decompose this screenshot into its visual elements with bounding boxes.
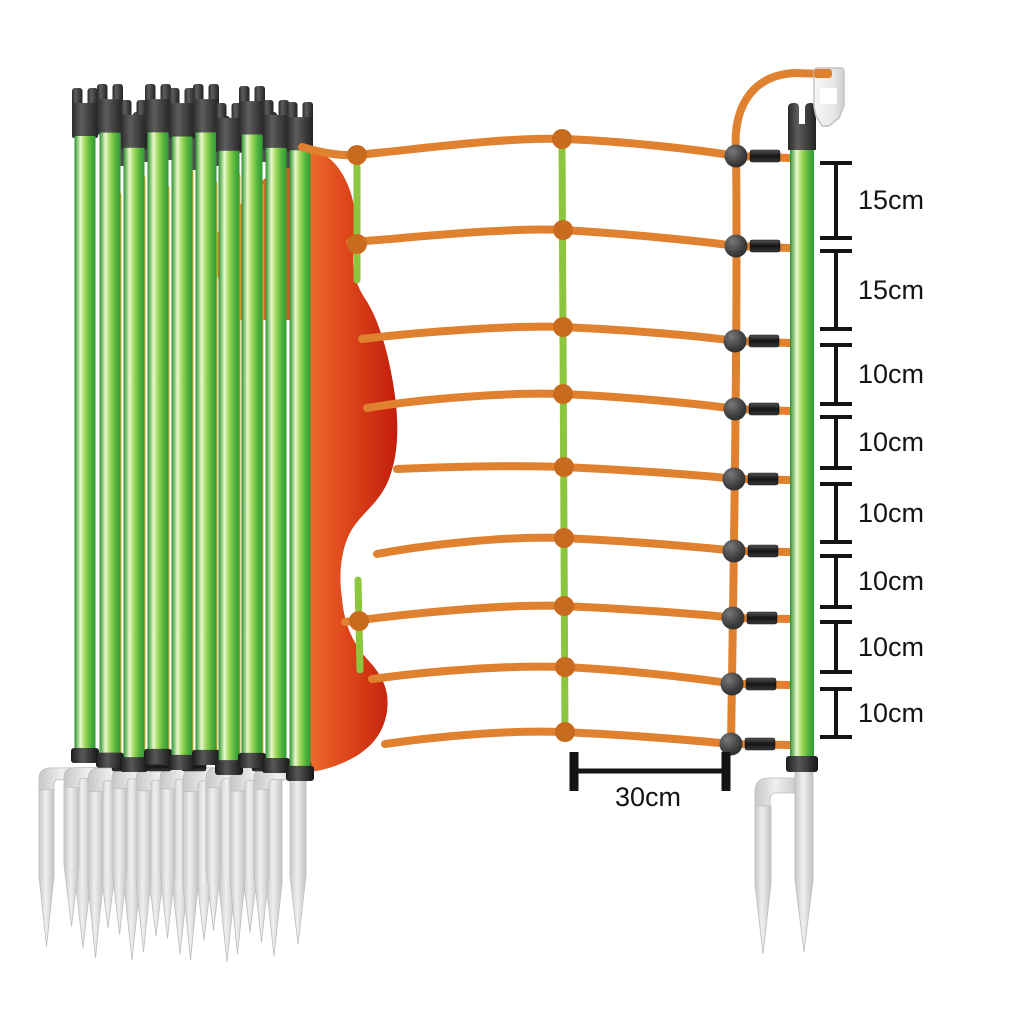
spike-left-prong xyxy=(754,805,772,955)
fence-post xyxy=(71,88,99,763)
spacing-bracket: 10cm xyxy=(820,620,924,674)
spacing-label: 15cm xyxy=(858,275,924,305)
post-body xyxy=(790,144,814,764)
spacing-bracket: 15cm xyxy=(820,249,924,331)
spacing-label: 10cm xyxy=(858,498,924,528)
clip-wire-pass xyxy=(814,69,832,78)
mesh-knot-dots xyxy=(347,129,575,742)
fence-post xyxy=(286,102,314,781)
wire-clip xyxy=(813,67,845,127)
fence-post xyxy=(192,84,220,766)
edge-wire-connectors xyxy=(744,149,781,751)
spacing-bracket: 10cm xyxy=(820,415,924,470)
fence-post xyxy=(120,100,148,773)
spacing-bracket: 10cm xyxy=(820,343,924,406)
fence-post xyxy=(215,103,243,776)
spacing-label: 10cm xyxy=(858,359,924,389)
fence-post xyxy=(238,86,266,769)
clip-window xyxy=(820,88,837,104)
spacing-label: 10cm xyxy=(858,427,924,457)
fence-post xyxy=(168,88,196,771)
mesh-wire xyxy=(298,134,794,162)
spacing-bracket: 15cm xyxy=(820,161,924,240)
spacing-bracket: 10cm xyxy=(820,687,924,739)
post-ferrule xyxy=(786,756,818,772)
spacing-label: 10cm xyxy=(858,632,924,662)
bundle-ground-spikes xyxy=(38,767,308,963)
spacing-label: 10cm xyxy=(858,698,924,728)
spacing-bracket: 10cm xyxy=(820,554,924,609)
stretched-net-mesh xyxy=(298,68,830,756)
fence-post xyxy=(96,84,124,768)
width-label: 30cm xyxy=(615,782,681,812)
netting-bundle xyxy=(297,150,398,772)
bundle-posts xyxy=(71,84,314,781)
spike-main-prong xyxy=(794,769,814,953)
edge-strand-knots xyxy=(719,144,748,756)
width-bracket: 30cm xyxy=(569,752,731,812)
spacing-label: 15cm xyxy=(858,185,924,215)
post-cap xyxy=(788,103,816,150)
anchor-post xyxy=(754,67,845,955)
spacing-bracket: 10cm xyxy=(820,482,924,544)
spacing-label: 10cm xyxy=(858,566,924,596)
fence-post xyxy=(262,100,290,773)
post-bundle xyxy=(38,84,398,963)
spacing-dimensions: 15cm 15cm 10cm 10cm 10cm 10cm 10cm 10cm xyxy=(569,161,924,812)
fence-post xyxy=(144,84,172,764)
